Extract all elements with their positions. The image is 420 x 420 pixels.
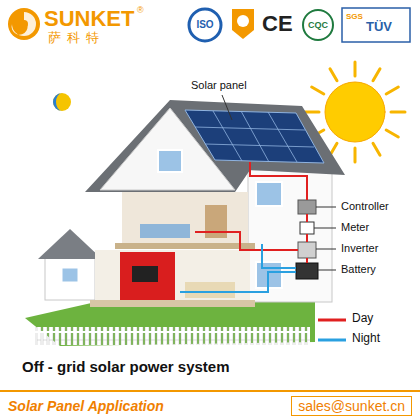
sun <box>330 69 337 81</box>
lawn <box>35 327 310 345</box>
cert-mark: CQC <box>308 20 328 30</box>
part-label: Controller <box>340 200 390 213</box>
solar-panel <box>268 112 297 162</box>
quality-badge <box>237 15 249 27</box>
day-wire <box>250 162 307 200</box>
cqc-badge <box>303 10 333 40</box>
moon-icon <box>53 93 71 111</box>
roof <box>158 150 182 172</box>
day-wire <box>306 214 308 222</box>
house-rooms <box>140 224 190 238</box>
equipment <box>298 200 316 214</box>
sun <box>391 111 405 114</box>
footer-band: Solar Panel Application sales@sunket.cn <box>0 390 420 420</box>
legend-text: Night <box>352 332 380 346</box>
sun <box>373 143 380 155</box>
diagram-title: Off - grid solar power system <box>22 358 230 375</box>
day-wire <box>306 234 308 242</box>
solar-panel <box>241 111 269 162</box>
house-rooms <box>205 205 227 238</box>
house-rooms <box>248 170 332 302</box>
part-label: Inverter <box>340 242 379 255</box>
sun <box>305 111 319 114</box>
sun <box>354 148 357 162</box>
sun <box>386 130 398 137</box>
house-rooms <box>95 250 250 302</box>
sun <box>373 69 380 81</box>
house-rooms <box>185 282 235 298</box>
iso-badge <box>189 9 221 41</box>
sun <box>386 87 398 94</box>
solar-panel <box>185 110 324 163</box>
brand-name: SUNKET <box>44 6 134 31</box>
night-wire <box>180 272 296 292</box>
logo-swirl <box>8 8 40 40</box>
iso-badge <box>189 9 221 41</box>
shed <box>38 229 102 259</box>
shed <box>45 256 95 300</box>
equipment <box>296 263 318 279</box>
tuv-badge <box>342 8 410 42</box>
night-wire <box>180 244 296 292</box>
contact-email: sales@sunket.cn <box>291 396 412 416</box>
shed <box>62 268 78 282</box>
registered-mark: ® <box>137 5 144 15</box>
part-label: Meter <box>340 221 370 234</box>
house-rooms <box>122 192 248 244</box>
house-rooms <box>120 252 175 300</box>
house-rooms <box>132 266 158 282</box>
leader-line <box>222 95 232 120</box>
solar-panel <box>213 111 242 161</box>
quality-badge <box>232 9 254 39</box>
cert-mark: TÜV <box>366 20 392 35</box>
equipment <box>296 200 318 279</box>
legend-swatch <box>318 315 346 325</box>
logo-swirl <box>20 20 28 28</box>
moon-icon <box>53 93 71 111</box>
leader-line <box>314 228 336 229</box>
quality-badge <box>232 9 254 39</box>
house-rooms <box>90 300 255 307</box>
solar-panel <box>185 110 324 163</box>
solar-panel <box>205 144 314 147</box>
legend-line <box>318 339 346 342</box>
leader-line <box>316 249 336 250</box>
solar-panel <box>195 127 305 130</box>
day-wire <box>195 232 298 250</box>
part-label: Solar panel <box>190 79 248 92</box>
legend-text: Day <box>352 312 373 326</box>
sun <box>325 82 385 142</box>
day-wire <box>306 258 308 263</box>
brand-name-chinese: 萨科特 <box>48 31 105 46</box>
sun <box>354 62 357 76</box>
lawn <box>35 331 310 333</box>
house-rooms <box>115 243 255 249</box>
logo-swirl <box>12 12 36 36</box>
footer-heading: Solar Panel Application <box>8 398 164 414</box>
shed <box>38 229 102 300</box>
part-label: Battery <box>340 263 377 276</box>
cert-mark: CE <box>262 11 293 36</box>
logo-swirl <box>8 8 40 40</box>
legend-swatch <box>318 335 346 345</box>
leader-line <box>316 207 336 208</box>
cqc-badge <box>303 10 333 40</box>
night-wire <box>262 244 296 268</box>
cert-mark: SGS <box>346 12 363 21</box>
sun <box>312 87 324 94</box>
legend-line <box>318 319 346 322</box>
house-rooms <box>256 182 282 206</box>
equipment <box>300 222 314 234</box>
cert-mark: ISO <box>196 19 213 31</box>
moon-icon <box>53 93 62 111</box>
tuv-badge <box>342 8 410 42</box>
equipment <box>298 242 316 258</box>
leader-line <box>222 95 336 270</box>
leader-line <box>318 270 336 271</box>
day-wire <box>195 162 307 263</box>
